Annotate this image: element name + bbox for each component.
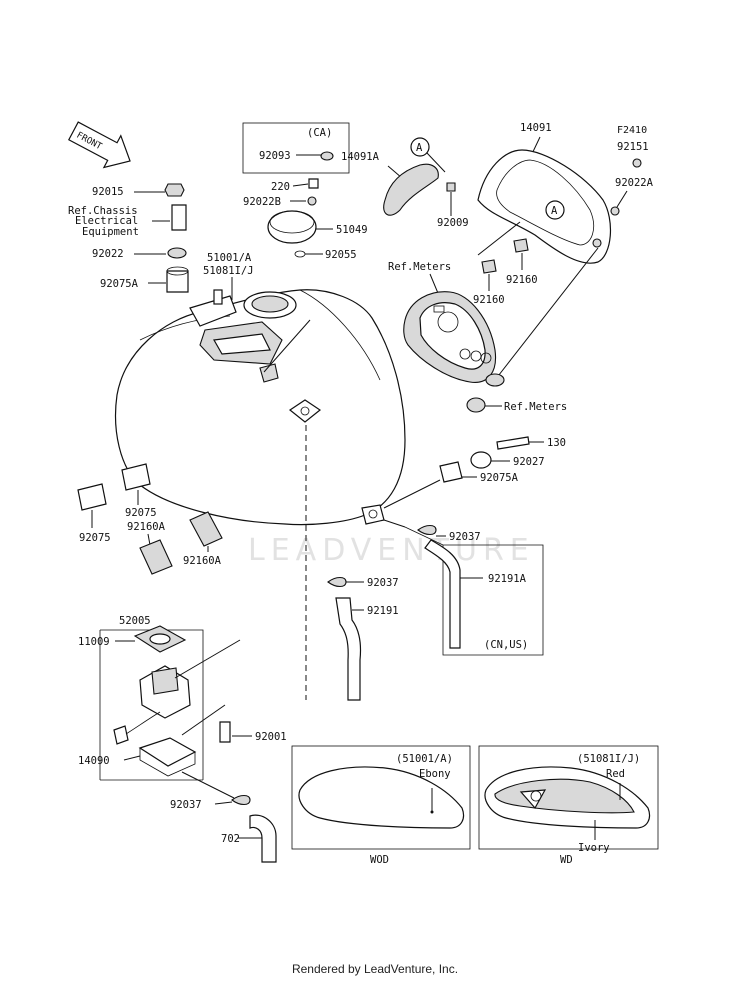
label-92151: 92151 <box>617 141 649 153</box>
callout-a-right-label: A <box>551 205 558 217</box>
damper-92160-right-icon <box>513 238 529 253</box>
label-92022: 92022 <box>92 248 124 260</box>
grommet-92093-icon <box>320 151 334 161</box>
label-92027: 92027 <box>513 456 545 468</box>
screw-92009-icon <box>446 182 456 192</box>
label-92075-mid: 92075 <box>125 507 157 519</box>
ref-meters-top: Ref.Meters <box>388 261 451 273</box>
pump-connector-icon <box>113 725 129 745</box>
variant-wd-name: WD <box>560 854 573 866</box>
ref-chassis-line2: Electrical <box>75 215 138 227</box>
label-130: 130 <box>547 437 566 449</box>
bolt-92001-icon <box>219 721 231 743</box>
label-702: 702 <box>221 833 240 845</box>
callout-a-right <box>545 200 565 220</box>
label-92160-mid: 92160 <box>473 294 505 306</box>
variant-wod-code: (51001/A) <box>396 753 453 765</box>
label-92075a-top: 92075A <box>100 278 139 290</box>
bolt-220-icon <box>308 178 319 189</box>
label-51081ij-top: 51081I/J <box>203 265 254 277</box>
washer-92022b-icon <box>307 196 317 206</box>
damper-92160-mid-icon <box>481 259 497 274</box>
fuel-cap-51049-icon <box>267 210 317 244</box>
watermark-text: LEADVENTURE <box>248 533 535 568</box>
label-92055: 92055 <box>325 249 357 261</box>
meter-cover-14091 <box>477 149 612 264</box>
variant-wod-box <box>291 745 471 850</box>
front-arrow-icon: FRONT <box>68 121 131 169</box>
fuel-pump-box <box>100 629 204 780</box>
callout-a-left <box>410 137 430 157</box>
label-92009: 92009 <box>437 217 469 229</box>
variant-wd-color-red: Red <box>606 768 625 780</box>
bracket-14090-icon <box>138 737 197 767</box>
collar-92027-icon <box>470 451 492 469</box>
label-92191a: 92191A <box>488 573 527 585</box>
damper-92075a-icon <box>166 270 189 293</box>
meter-assembly-icon <box>403 291 505 387</box>
damper-92075a-right-icon <box>439 461 463 483</box>
clip-92037-low-icon <box>231 794 251 806</box>
label-92160a-left: 92160A <box>127 521 166 533</box>
ca-variant-box <box>242 122 350 174</box>
ref-chassis-line1: Ref.Chassis <box>68 205 138 217</box>
damper-92075-mid-icon <box>121 463 151 491</box>
damper-92075-left-icon <box>77 483 107 511</box>
label-14091: 14091 <box>520 122 552 134</box>
cn-us-label: (CN,US) <box>484 639 528 651</box>
hose-92191a-icon <box>424 539 461 649</box>
label-92037-right: 92037 <box>449 531 481 543</box>
label-52005: 52005 <box>119 615 151 627</box>
screw-92151-icon <box>632 158 642 168</box>
label-14090: 14090 <box>78 755 110 767</box>
label-92022a: 92022A <box>615 177 654 189</box>
hose-92191-icon <box>335 597 362 701</box>
label-92001: 92001 <box>255 731 287 743</box>
label-220: 220 <box>271 181 290 193</box>
label-92160-right: 92160 <box>506 274 538 286</box>
label-92015: 92015 <box>92 186 124 198</box>
hose-702-icon <box>249 814 277 863</box>
clip-92037-mid-icon <box>327 576 347 588</box>
bolt-130-icon <box>496 436 530 450</box>
label-92022b: 92022B <box>243 196 281 208</box>
label-92037-low: 92037 <box>170 799 202 811</box>
ca-label: (CA) <box>307 127 332 139</box>
ref-meters-bottom: Ref.Meters <box>504 401 567 413</box>
tank-wod-icon <box>298 766 465 829</box>
washer-92022-icon <box>167 247 187 259</box>
label-51001a-top: 51001/A <box>207 252 252 264</box>
clip-92037-right-icon <box>417 524 437 536</box>
label-14091a: 14091A <box>341 151 380 163</box>
variant-wod-name: WOD <box>370 854 389 866</box>
label-92037-mid: 92037 <box>367 577 399 589</box>
label-92093: 92093 <box>259 150 291 162</box>
variant-wd-code: (51081I/J) <box>577 753 640 765</box>
label-11009: 11009 <box>78 636 110 648</box>
label-92191: 92191 <box>367 605 399 617</box>
variant-wod-color: Ebony <box>419 768 451 780</box>
variant-wd-box <box>478 745 659 850</box>
figure-code: F2410 <box>617 125 647 136</box>
nut-92015-icon <box>164 183 185 197</box>
grommet-ref-meters-icon <box>466 397 486 413</box>
ref-chassis-line3: Equipment <box>82 226 139 238</box>
variant-wd-color-ivory: Ivory <box>578 842 610 854</box>
fuel-tank-51001 <box>114 289 406 526</box>
label-92075-left: 92075 <box>79 532 111 544</box>
callout-a-left-label: A <box>416 142 423 154</box>
washer-92022a-icon <box>610 206 620 216</box>
damper-92160a-left-icon <box>139 539 173 575</box>
label-92160a-right: 92160A <box>183 555 222 567</box>
cn-us-box <box>404 526 544 656</box>
bracket-icon <box>171 204 187 231</box>
label-92075a-right: 92075A <box>480 472 519 484</box>
label-51049: 51049 <box>336 224 368 236</box>
damper-92160a-right-icon <box>189 511 223 547</box>
cover-14091a <box>383 163 439 216</box>
render-credit: Rendered by LeadVenture, Inc. <box>291 962 459 976</box>
oring-92055-icon <box>294 250 306 258</box>
